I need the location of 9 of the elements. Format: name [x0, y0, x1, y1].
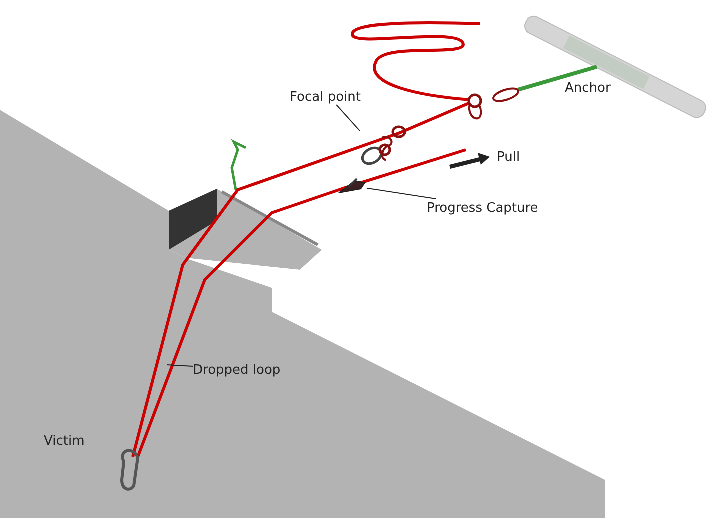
part-label: Pull — [497, 149, 520, 166]
callout-label: Dropped loop — [193, 361, 281, 380]
leader-line — [336, 104, 360, 132]
leader-line — [366, 188, 437, 200]
part-label: Anchor — [565, 80, 611, 97]
callout-label: Progress Capture — [427, 199, 538, 218]
leader-line — [166, 364, 194, 368]
callout-label: Focal point — [290, 88, 361, 108]
part-label: Victim — [44, 433, 85, 450]
